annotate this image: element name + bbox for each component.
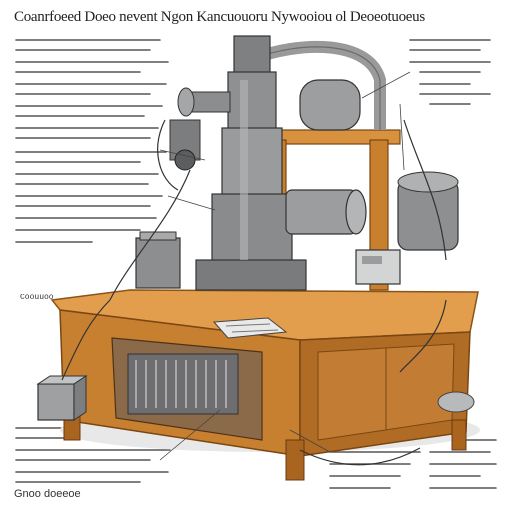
left-box-unit <box>135 231 181 289</box>
page-title: Coanrfoeed Doeo nevent Ngon Kancuouoru N… <box>14 9 425 25</box>
stone-object <box>437 391 475 413</box>
side-label: Coouuoo <box>20 294 54 302</box>
leader-lines <box>159 71 411 461</box>
battery-box-icon <box>36 375 88 421</box>
right-box-unit <box>355 249 401 285</box>
left-valve-arm <box>169 87 231 171</box>
side-tank <box>299 79 459 251</box>
footer-caption: Gnoo doeeoe <box>14 488 81 500</box>
circuit-board-icon <box>212 317 288 339</box>
microscope-column-icon <box>195 35 307 291</box>
motor-unit-icon <box>285 189 367 235</box>
right-annotation-lines <box>409 39 491 105</box>
table-cabinet <box>50 289 479 481</box>
cable-icon <box>61 119 447 466</box>
left-annotation-lines <box>15 39 169 243</box>
